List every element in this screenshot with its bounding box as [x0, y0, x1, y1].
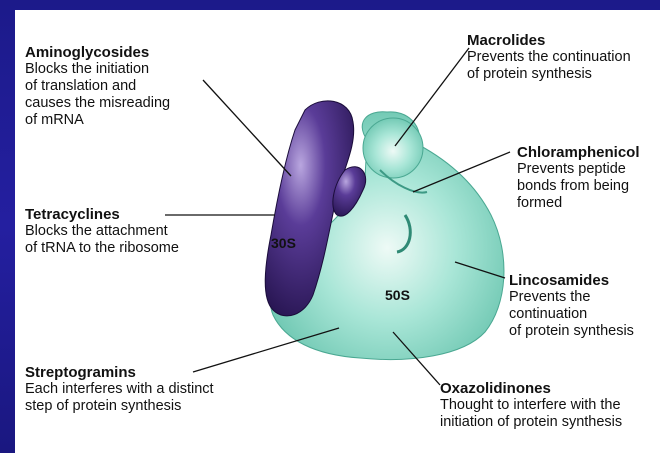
leader-line-aminoglycosides: [203, 80, 291, 176]
label-macrolides: Macrolides Prevents the continuation of …: [467, 32, 631, 83]
antibiotic-name: Tetracyclines: [25, 206, 179, 223]
label-chloramphenicol: Chloramphenicol Prevents peptide bonds f…: [517, 144, 640, 212]
antibiotic-effect: Prevents peptide bonds from being formed: [517, 161, 640, 212]
leader-line-macrolides: [395, 48, 469, 146]
antibiotic-name: Chloramphenicol: [517, 144, 640, 161]
antibiotic-name: Oxazolidinones: [440, 380, 622, 397]
label-oxazolidinones: Oxazolidinones Thought to interfere with…: [440, 380, 622, 431]
antibiotic-name: Streptogramins: [25, 364, 214, 381]
label-tetracyclines: Tetracyclines Blocks the attachment of t…: [25, 206, 179, 257]
antibiotic-name: Macrolides: [467, 32, 631, 49]
antibiotic-effect: Each interferes with a distinct step of …: [25, 381, 214, 415]
label-streptogramins: Streptogramins Each interferes with a di…: [25, 364, 214, 415]
diagram-panel: 30S 50S Aminoglycosides Blocks the initi…: [15, 10, 660, 453]
antibiotic-name: Aminoglycosides: [25, 44, 170, 61]
antibiotic-effect: Prevents the continuation of protein syn…: [509, 289, 634, 340]
antibiotic-effect: Thought to interfere with the initiation…: [440, 397, 622, 431]
large-subunit-knob: [363, 118, 423, 178]
small-subunit-label: 30S: [271, 235, 296, 251]
label-aminoglycosides: Aminoglycosides Blocks the initiation of…: [25, 44, 170, 129]
antibiotic-effect: Prevents the continuation of protein syn…: [467, 49, 631, 83]
antibiotic-name: Lincosamides: [509, 272, 634, 289]
large-subunit-label: 50S: [385, 287, 410, 303]
label-lincosamides: Lincosamides Prevents the continuation o…: [509, 272, 634, 340]
antibiotic-effect: Blocks the attachment of tRNA to the rib…: [25, 223, 179, 257]
antibiotic-effect: Blocks the initiation of translation and…: [25, 61, 170, 129]
